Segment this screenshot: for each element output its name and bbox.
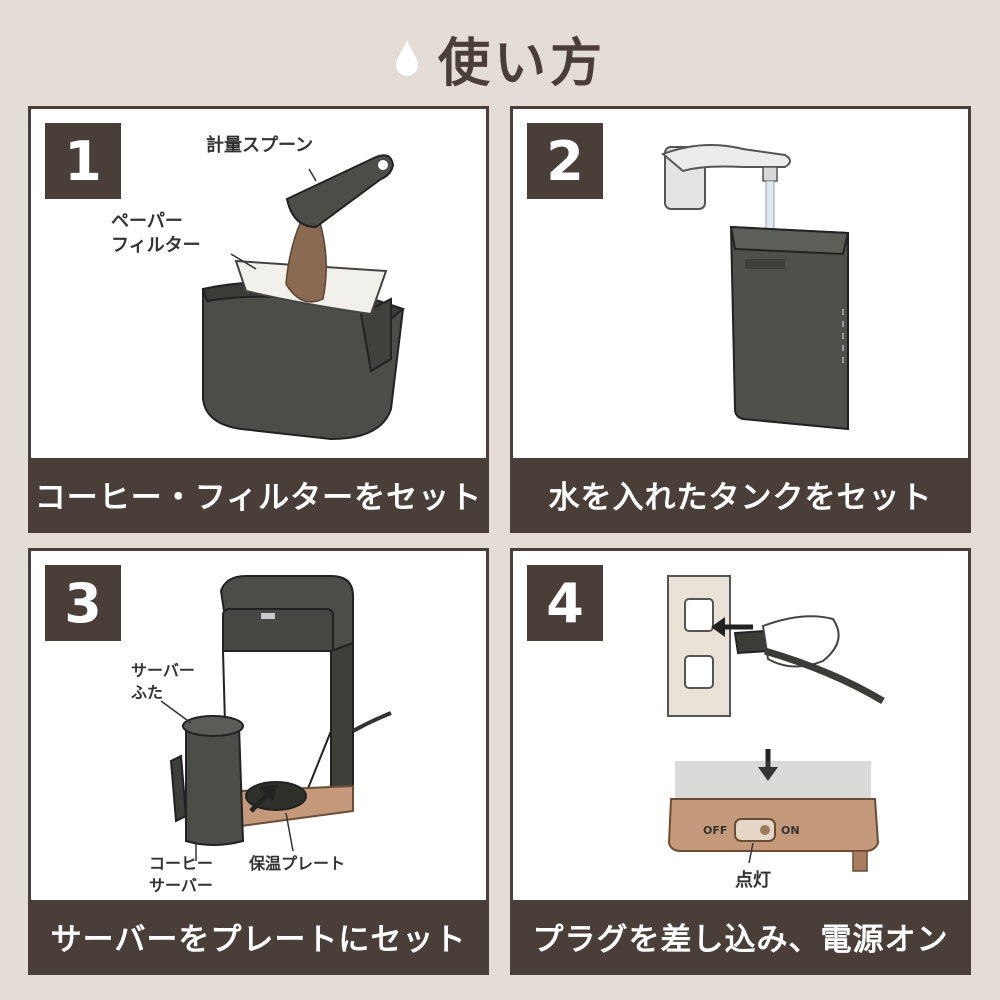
step-1-caption: コーヒー・フィルターをセット [31, 458, 486, 530]
label-filter-line1: ペーパー [111, 211, 183, 232]
label-server-line1: コーヒー [149, 854, 213, 873]
label-off: OFF [703, 824, 727, 837]
step-3-card: サーバー ふた コーヒー サーバー 保温プレート 3 サーバーをプレートにセット [28, 548, 489, 975]
step-1-card: 計量スプーン ペーパー フィルター 1 コーヒー・フィルターをセット [28, 106, 489, 533]
label-lamp: 点灯 [735, 869, 771, 891]
label-filter-line2: フィルター [111, 235, 201, 256]
step-2-card: 2 水を入れたタンクをセット [510, 106, 971, 533]
step-4-illustration: OFF ON 点灯 [667, 575, 885, 891]
step-3-caption: サーバーをプレートにセット [31, 900, 486, 972]
label-on: ON [781, 824, 800, 837]
step-2-illustration [661, 144, 850, 431]
water-drop-icon [395, 41, 418, 76]
step-2-number: 2 [527, 123, 603, 199]
label-lid-line1: サーバー [131, 661, 195, 680]
step-2-caption: 水を入れたタンクをセット [513, 458, 968, 530]
step-1-number: 1 [45, 123, 121, 199]
page-header: 使い方 [0, 18, 1000, 98]
step-3-number: 3 [45, 565, 121, 641]
step-4-card: OFF ON 点灯 4 プラグを差し込み、電源オン [510, 548, 971, 975]
step-4-number: 4 [527, 565, 603, 641]
label-server-line2: サーバー [149, 876, 213, 895]
step-1-illustration: 計量スプーン ペーパー フィルター [111, 134, 405, 441]
step-4-caption: プラグを差し込み、電源オン [513, 900, 968, 972]
label-lid-line2: ふた [131, 683, 163, 702]
page-title: 使い方 [437, 33, 606, 94]
label-plate: 保温プレート [248, 854, 345, 873]
label-spoon: 計量スプーン [206, 134, 313, 156]
step-3-illustration: サーバー ふた コーヒー サーバー 保温プレート [131, 575, 392, 895]
